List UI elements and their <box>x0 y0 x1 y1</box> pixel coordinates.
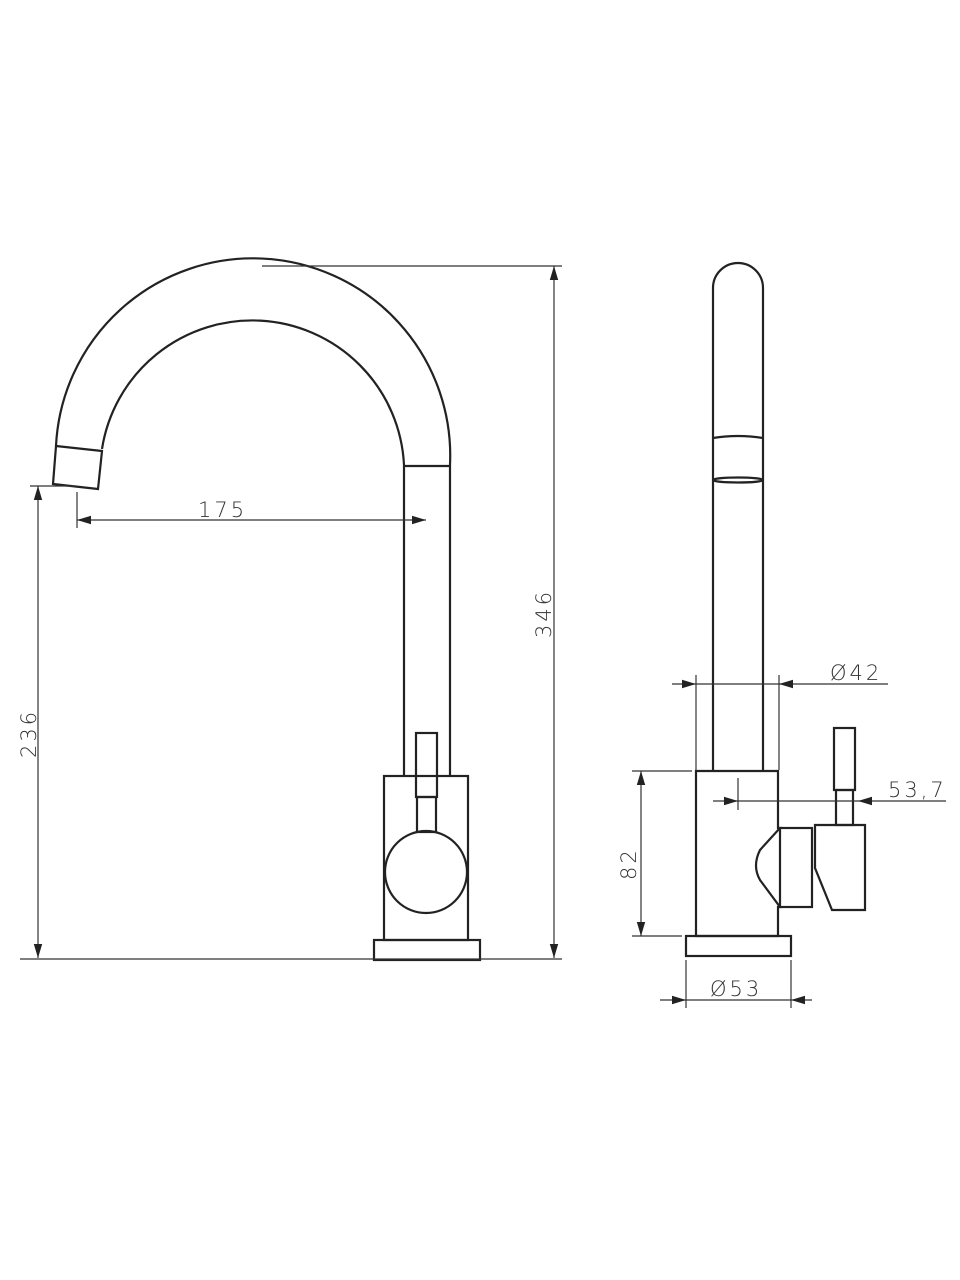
reach-label: 175 <box>198 498 247 522</box>
side-handle-lever <box>832 726 857 792</box>
front-view: 175 236 346 <box>17 257 562 962</box>
faucet-base <box>372 938 482 962</box>
side-body <box>694 769 783 938</box>
spout-aerator <box>51 444 104 491</box>
handle-lever <box>414 731 439 799</box>
spout-height-label: 236 <box>17 709 41 758</box>
handle-knob <box>383 829 469 915</box>
total-height-label: 346 <box>532 589 556 638</box>
side-tube <box>711 261 765 771</box>
side-tube-ring-lower <box>711 476 765 484</box>
faucet-body <box>382 774 470 942</box>
handle-offset-label: 53,7 <box>888 778 947 802</box>
side-handle-stem <box>834 788 855 827</box>
base-diameter-label: Ø53 <box>710 977 762 1001</box>
handle-stem <box>415 795 438 834</box>
spout-inner-arc <box>100 319 406 466</box>
spout-outer-arc <box>54 257 452 466</box>
side-base <box>684 934 793 958</box>
side-view: Ø42 53,7 82 Ø53 <box>617 261 947 1008</box>
body-height-label: 82 <box>617 847 641 880</box>
side-handle-block <box>813 823 867 912</box>
side-cartridge <box>778 826 814 909</box>
tube-diameter-label: Ø42 <box>830 661 882 685</box>
side-tube-ring-upper <box>712 434 764 440</box>
